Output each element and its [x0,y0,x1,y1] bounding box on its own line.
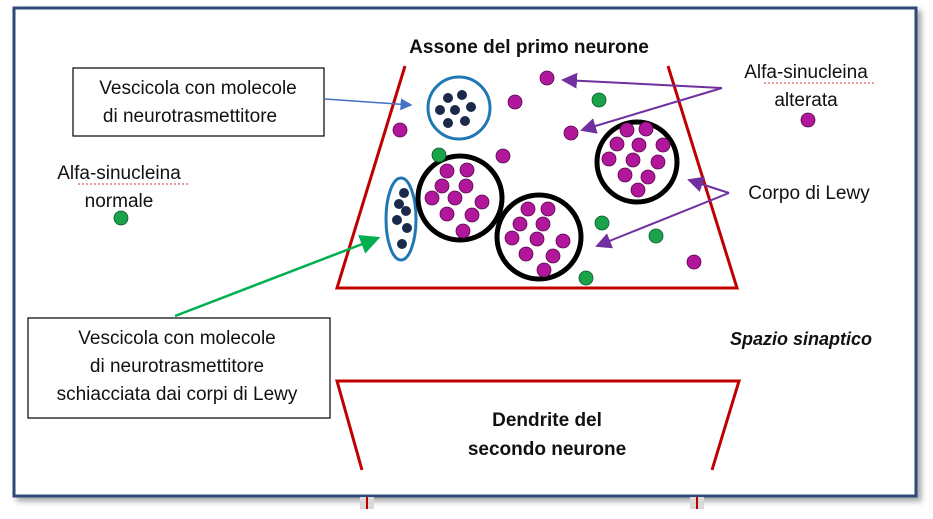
neurotransmitter-molecule [435,105,445,115]
neurotransmitter-molecule [443,118,453,128]
crushed-vesicle-label-line1: Vescicola con molecole [78,328,276,349]
arrow-lewy-1 [687,176,730,194]
neurotransmitter-molecule [392,215,402,225]
crushed-vesicle-label-line3: schiacciata dai corpi di Lewy [57,384,298,405]
neurotransmitter-molecule [457,90,467,100]
arrow-lewy-2 [595,192,730,249]
arrow-altered-1 [561,72,723,89]
vesicle [426,75,492,141]
crushed-vesicle-label-box [27,317,331,419]
altered-label-line1: Alfa-sinucleina [744,62,868,83]
neurotransmitter-molecule [460,116,470,126]
crushed-vesicle-label-line2: di neurotrasmettitore [90,356,264,377]
neurotransmitter-molecule [399,188,409,198]
neurotransmitter-molecule [394,199,404,209]
vesicle-label-line1: Vescicola con molecole [99,78,297,99]
altered-label-line2: alterata [774,90,838,111]
neurotransmitter-molecule [466,102,476,112]
normal-label-line2: normale [85,191,154,212]
lewy-body-label: Corpo di Lewy [748,183,870,204]
altered-alpha-synuclein-molecules [392,70,816,270]
neurotransmitter-molecule [401,206,411,216]
lewy-body [415,153,505,243]
neurotransmitter-molecule [450,105,460,115]
dendrite-outline [335,379,742,471]
crushed-vesicle [384,176,418,262]
vesicle-label-line2: di neurotrasmettitore [103,106,277,127]
axon-label: Assone del primo neurone [409,37,649,58]
normal-alpha-synuclein-molecules [113,92,664,286]
normal-label-line1: Alfa-sinucleina [57,163,181,184]
dendrite-label-line2: secondo neurone [468,439,626,460]
neurotransmitter-molecule [402,223,412,233]
arrow-altered-2 [580,87,723,134]
synaptic-space-label: Spazio sinaptico [730,329,872,349]
arrow-to-crushed-vesicle [174,234,381,318]
dendrite-label-line1: Dendrite del [492,410,602,431]
vesicle-label-box [72,67,325,137]
arrow-to-vesicle [324,98,413,111]
lewy-body [594,119,680,205]
neurotransmitter-molecule [443,93,453,103]
lewy-body [494,192,584,282]
neurotransmitter-molecule [397,239,407,249]
